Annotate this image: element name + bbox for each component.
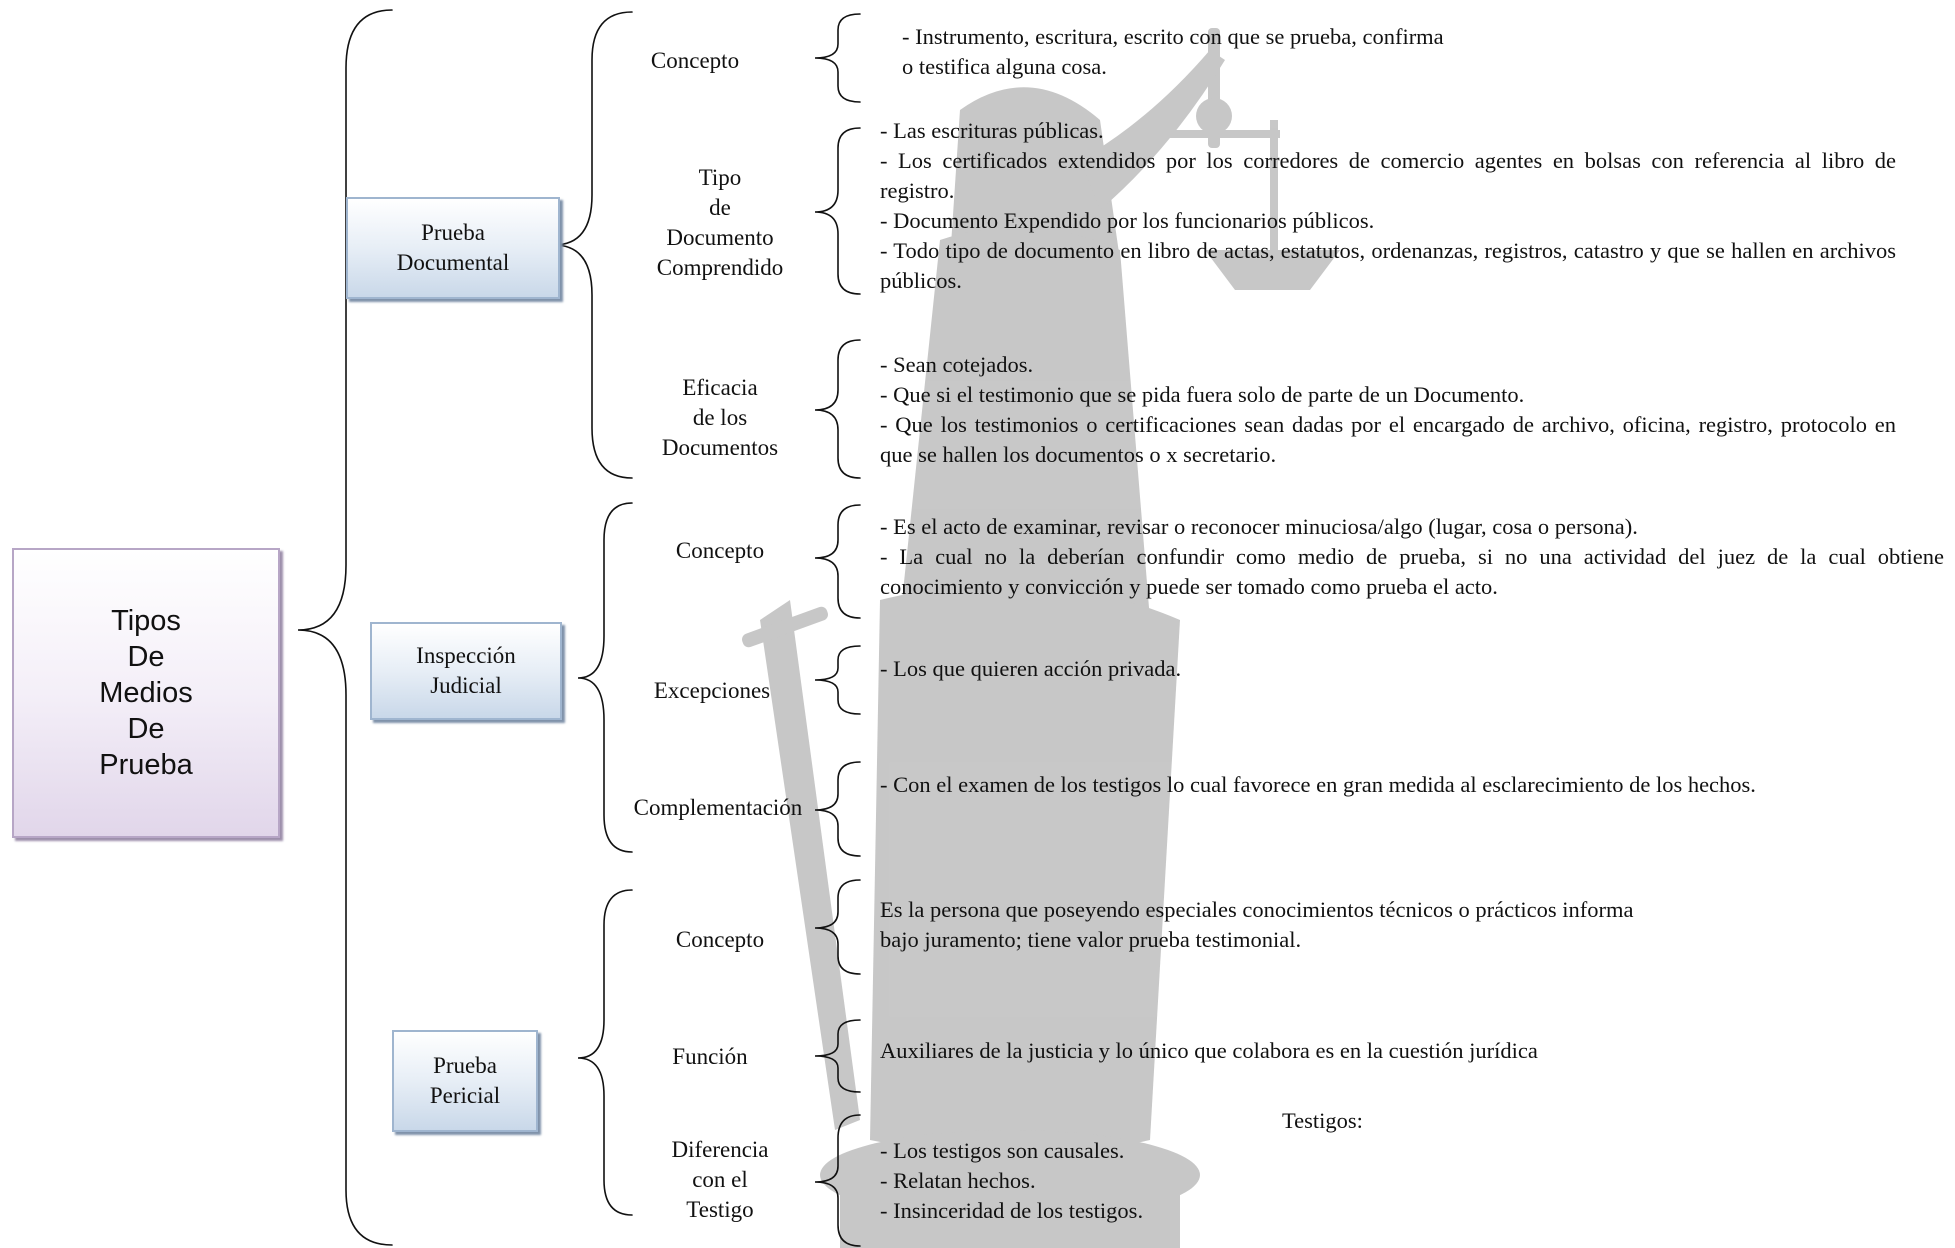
desc-doc-tipo: - Las escrituras públicas. - Los certifi…	[880, 116, 1896, 296]
desc-peri-diferencia: - Los testigos son causales. - Relatan h…	[880, 1136, 1680, 1226]
desc-insp-excepciones: - Los que quieren acción privada.	[880, 654, 1880, 684]
sub-insp-complementacion: Complementación	[620, 793, 816, 823]
desc-line: Auxiliares de la justicia y lo único que…	[880, 1036, 1880, 1066]
category-label: Prueba Documental	[397, 218, 509, 278]
desc-line: Es la persona que poseyendo especiales c…	[880, 895, 1880, 925]
brace-doc-eficacia	[815, 340, 860, 478]
category-label: Prueba Pericial	[430, 1051, 500, 1111]
desc-line: - Documento Expendido por los funcionari…	[880, 206, 1896, 236]
brace-peri-diferencia	[815, 1115, 860, 1246]
desc-line: - Con el examen de los testigos lo cual …	[880, 770, 1876, 800]
desc-line: - Que los testimonios o certificaciones …	[880, 410, 1896, 470]
desc-line: - Es el acto de examinar, revisar o reco…	[880, 512, 1944, 542]
category-inspeccion-judicial: Inspección Judicial	[370, 622, 562, 720]
desc-line: bajo juramento; tiene valor prueba testi…	[880, 925, 1880, 955]
sub-peri-funcion: Función	[640, 1042, 780, 1072]
brace-prueba-documental	[554, 12, 632, 478]
desc-line: - Relatan hechos.	[880, 1166, 1680, 1196]
category-prueba-pericial: Prueba Pericial	[392, 1030, 538, 1132]
sub-peri-diferencia: Diferencia con el Testigo	[640, 1135, 800, 1225]
root-label: Tipos De Medios De Prueba	[99, 603, 193, 783]
brace-prueba-pericial	[578, 890, 632, 1215]
desc-line: - Todo tipo de documento en libro de act…	[880, 236, 1896, 296]
desc-line: - Los certificados extendidos por los co…	[880, 146, 1896, 206]
desc-line: - Las escrituras públicas.	[880, 116, 1896, 146]
sub-insp-concepto: Concepto	[645, 536, 795, 566]
brace-peri-concepto	[815, 880, 860, 974]
sub-doc-concepto: Concepto	[620, 46, 770, 76]
desc-line: - La cual no la deberían confundir como …	[880, 542, 1944, 602]
desc-line: - Instrumento, escritura, escrito con qu…	[902, 22, 1602, 52]
brace-doc-concepto	[815, 14, 860, 102]
desc-peri-diferencia-heading: Testigos:	[1282, 1106, 1482, 1136]
sub-peri-concepto: Concepto	[645, 925, 795, 955]
desc-line: - Sean cotejados.	[880, 350, 1896, 380]
root-node: Tipos De Medios De Prueba	[12, 548, 280, 838]
brace-insp-complementacion	[815, 762, 860, 856]
sub-doc-tipo: Tipo de Documento Comprendido	[630, 163, 810, 283]
brace-insp-excepciones	[815, 646, 860, 714]
desc-line: - Los testigos son causales.	[880, 1136, 1680, 1166]
desc-peri-funcion: Auxiliares de la justicia y lo único que…	[880, 1036, 1880, 1066]
desc-doc-eficacia: - Sean cotejados. - Que si el testimonio…	[880, 350, 1896, 470]
desc-line: - Insinceridad de los testigos.	[880, 1196, 1680, 1226]
brace-doc-tipo	[815, 128, 860, 294]
desc-peri-concepto: Es la persona que poseyendo especiales c…	[880, 895, 1880, 955]
category-label: Inspección Judicial	[416, 641, 516, 701]
desc-insp-concepto: - Es el acto de examinar, revisar o reco…	[880, 512, 1944, 602]
desc-line: o testifica alguna cosa.	[902, 52, 1602, 82]
sub-doc-eficacia: Eficacia de los Documentos	[630, 373, 810, 463]
brace-insp-concepto	[815, 505, 860, 618]
sub-insp-excepciones: Excepciones	[632, 676, 792, 706]
category-prueba-documental: Prueba Documental	[346, 197, 560, 299]
desc-line: - Los que quieren acción privada.	[880, 654, 1880, 684]
brace-peri-funcion	[815, 1020, 860, 1092]
desc-doc-concepto: - Instrumento, escritura, escrito con qu…	[902, 22, 1602, 82]
desc-line: - Que si el testimonio que se pida fuera…	[880, 380, 1896, 410]
desc-insp-complementacion: - Con el examen de los testigos lo cual …	[880, 770, 1876, 800]
